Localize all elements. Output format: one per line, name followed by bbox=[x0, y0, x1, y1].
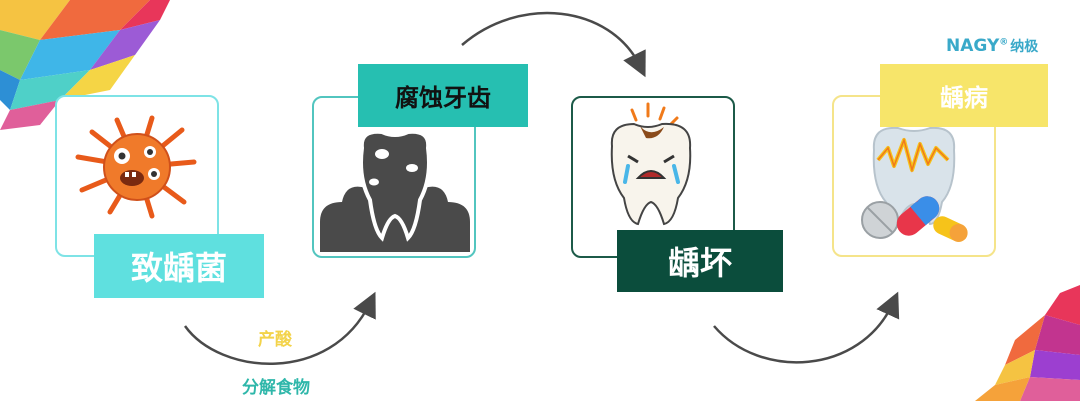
step-label-2: 腐蚀牙齿 bbox=[358, 64, 528, 127]
crying-tooth-icon bbox=[610, 102, 692, 226]
step-label-3: 龋坏 bbox=[617, 230, 783, 292]
decor-top-left bbox=[0, 0, 170, 130]
arrow-1 bbox=[183, 291, 376, 365]
decor-bottom-right bbox=[975, 285, 1080, 401]
note-produce-acid: 产酸 bbox=[258, 330, 292, 350]
brand-logo: NAGY®纳极 bbox=[946, 36, 1038, 56]
arrow-2 bbox=[461, 11, 646, 78]
brand-reg: ® bbox=[999, 37, 1009, 48]
note-break-down-food: 分解食物 bbox=[242, 378, 310, 398]
decayed-molar-icon bbox=[320, 130, 470, 252]
tooth-pain-pills-icon bbox=[861, 126, 968, 242]
bacteria-icon bbox=[75, 115, 197, 219]
step-label-1: 致龋菌 bbox=[94, 234, 264, 298]
brand-name: NAGY bbox=[946, 36, 1000, 56]
arrow-3 bbox=[713, 291, 900, 364]
brand-cn: 纳极 bbox=[1010, 39, 1039, 55]
step-label-4: 龋病 bbox=[880, 64, 1048, 127]
